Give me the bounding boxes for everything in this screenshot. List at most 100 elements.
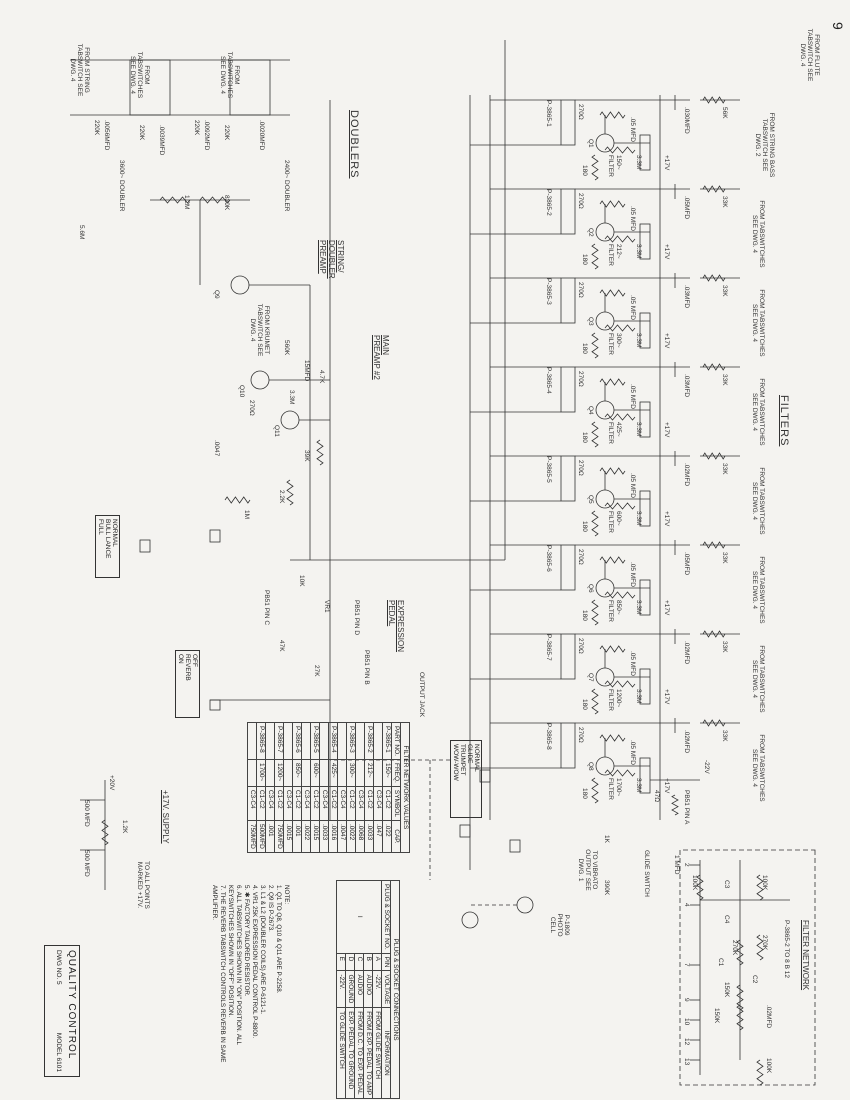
filter-label: FILTER xyxy=(607,689,614,711)
plug-socket-icon xyxy=(639,312,651,349)
resistor-icon xyxy=(604,235,636,243)
capacitor-label: 15mfd xyxy=(303,360,310,382)
resistor-label: 3.3M xyxy=(635,600,642,615)
switch-glide[interactable]: GLIDE xyxy=(466,744,473,764)
switch-normal[interactable]: NORMAL xyxy=(111,519,118,547)
resistor-label: 180 xyxy=(581,788,588,799)
resistor-icon xyxy=(604,769,636,777)
resistor-icon xyxy=(599,111,626,119)
voltage-label: +17V xyxy=(663,689,670,705)
capacitor-label: 1 mfd xyxy=(673,855,680,875)
filter-frequency: 1700~ xyxy=(615,778,622,797)
table-cell: .001 xyxy=(265,820,275,853)
switch-contact-icon xyxy=(209,529,221,543)
table-cell: 850~ xyxy=(292,759,302,787)
transistor-icon xyxy=(595,489,615,509)
main-preamp-title: MAIN PREAMP #2 xyxy=(372,335,390,380)
filter-source-label: FROM TABSWITCHES SEE DWG. 4 xyxy=(751,556,765,624)
resistor-icon xyxy=(599,289,626,297)
filter-label: FILTER xyxy=(607,511,614,533)
resistor-icon xyxy=(671,794,679,816)
transistor-label: Q8 xyxy=(587,762,594,771)
table-cell: .001 xyxy=(292,820,302,853)
transistor-icon xyxy=(250,370,270,390)
resistor-label: 270Ω xyxy=(577,371,584,387)
table-cell: C1-C2 xyxy=(256,786,266,821)
resistor-label: 270Ω xyxy=(577,460,584,476)
switch-on[interactable]: ON xyxy=(177,654,184,664)
pin-label: 10 xyxy=(683,1018,690,1026)
resistor-label: 33K xyxy=(721,285,728,297)
plug-pin-label: PB51 PIN B xyxy=(363,650,370,685)
page-number: 9 xyxy=(830,22,846,30)
switch-trumpet[interactable]: TRUMPET xyxy=(459,744,466,776)
table-row: C3-C4.0022 xyxy=(301,722,311,853)
capacitor-label: C1 xyxy=(717,958,724,967)
transistor-icon xyxy=(595,667,615,687)
table-cell: C3-C4 xyxy=(247,786,257,821)
resistor-icon xyxy=(224,496,251,504)
resistor-label: 220K xyxy=(138,125,145,141)
resistor-icon xyxy=(756,934,764,961)
title-block-title: QUALITY CONTROL xyxy=(66,950,77,1060)
table-cell: FROM D.C. TO EXP. PEDAL xyxy=(354,1007,364,1099)
resistor-icon xyxy=(736,984,744,1011)
table-cell: 600~ xyxy=(310,759,320,787)
table-cell xyxy=(283,759,293,787)
switch-reverb[interactable]: REVERB xyxy=(184,654,191,681)
doubler-source-1: FROM TABSWITCHES SEE DWG. 4 xyxy=(219,51,240,99)
capacitor-label: C2 xyxy=(751,975,758,984)
capacitor-label: .02mfd xyxy=(683,463,690,487)
resistor-icon xyxy=(591,777,599,804)
resistor-icon xyxy=(591,510,599,537)
capacitor-label: .05 mfd xyxy=(629,473,636,498)
switch-off[interactable]: OFF xyxy=(191,654,198,667)
resistor-icon xyxy=(599,467,626,475)
pin-label: 13 xyxy=(683,1058,690,1066)
resistor-label: 270K xyxy=(731,940,738,956)
note-item: 5. ✱ FACTORY TAILORED RESISTOR. xyxy=(243,885,250,997)
capacitor-label: .0056mfd xyxy=(103,120,110,151)
column-header: PART NO. xyxy=(391,722,401,760)
table-cell: P-3865-5 xyxy=(310,722,320,760)
capacitor-label: .0047 xyxy=(213,440,220,457)
resistor-label: 3.3M xyxy=(635,511,642,526)
table-cell: GROUND xyxy=(345,970,355,1008)
switch-bull-lance[interactable]: BULL LANCE xyxy=(104,519,111,559)
switch-normal[interactable]: NORMAL xyxy=(473,744,480,772)
plug-socket-icon xyxy=(560,633,576,680)
table-cell: .047 xyxy=(373,820,383,853)
column-header: INFORMATION xyxy=(381,1007,391,1099)
table-cell: 750mfd xyxy=(274,820,284,853)
filter-part-number: P-3865-1 xyxy=(545,100,552,127)
resistor-label: 4.7K xyxy=(318,370,325,384)
column-header: PLUG & SOCKET NO. xyxy=(381,880,391,954)
table-cell: -22V. xyxy=(372,970,382,1008)
photo-cell-label: P-1809 PHOTO CELL xyxy=(549,913,570,937)
switch-wow-wow[interactable]: WOW-WOW xyxy=(452,744,459,781)
switch-full[interactable]: FULL xyxy=(97,519,104,535)
table-cell xyxy=(355,722,365,760)
resistor-label: 270K xyxy=(761,935,768,951)
resistor-label: 180 xyxy=(581,521,588,532)
table-cell: 425~ xyxy=(328,759,338,787)
resistor-icon xyxy=(702,96,726,104)
table-cell: C1-C2 xyxy=(274,786,284,821)
resistor-icon xyxy=(599,378,626,386)
table-cell: P-3865-3 xyxy=(346,722,356,760)
table-cell: .0015 xyxy=(283,820,293,853)
column-header: CAP. xyxy=(391,820,401,853)
resistor-label: 270Ω xyxy=(577,727,584,743)
capacitor-label: C4 xyxy=(723,915,730,924)
title-block: QUALITY CONTROL DWG NO. 5 MODEL 6101 xyxy=(44,945,80,1077)
filter-source-label: FROM TABSWITCHES SEE DWG. 4 xyxy=(751,467,765,535)
transistor-label: Q9 xyxy=(213,290,220,299)
capacitor-label: C3 xyxy=(723,880,730,889)
resistor-label: 270Ω xyxy=(577,638,584,654)
filter-label: FILTER xyxy=(607,778,614,800)
